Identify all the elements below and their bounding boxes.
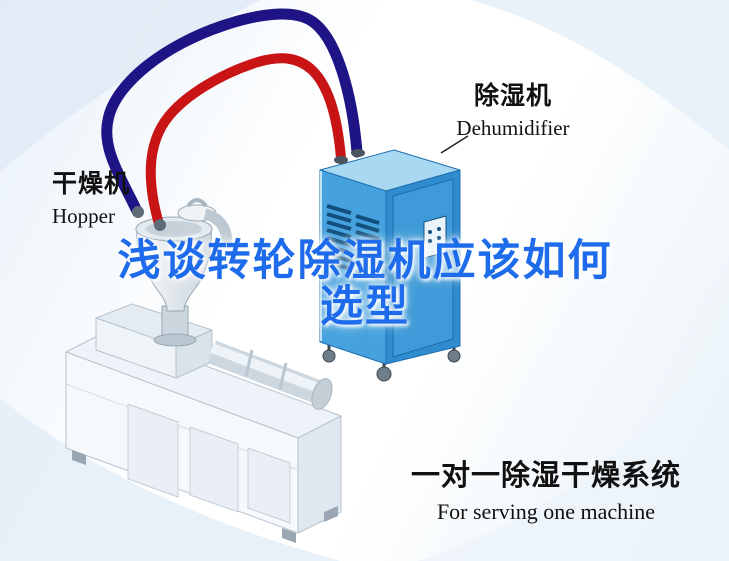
title-line-1: 浅谈转轮除湿机应该如何 [117,237,613,285]
hopper-label: 干燥机 Hopper [52,164,130,229]
dehumidifier-label: 除湿机 Dehumidifier [447,76,579,141]
machine-foot [282,528,296,543]
dehumidifier-label-zh: 除湿机 [473,82,552,110]
extruder-end-face [297,415,342,534]
hopper-lid-handle [186,198,208,208]
hopper-machine [135,198,233,347]
caption-zh: 一对一除湿干燥系统 [410,460,681,492]
extruder-panel [189,426,239,513]
hopper-label-en: Hopper [52,204,115,228]
hose-fittings [132,149,365,231]
extruder-barrel-flange [311,378,333,410]
control-panel [423,215,447,259]
machine-foot [324,506,338,522]
caster-wheels [322,342,461,382]
hopper-return-duct [203,208,233,250]
navy-return-hose [101,8,363,217]
machine-foot [72,450,86,465]
page-title: 浅谈转轮除湿机应该如何 选型 [40,238,690,330]
dehumidifier-pointer-line [440,135,469,154]
control-buttons [428,227,441,243]
red-supply-hose [145,53,346,229]
hopper-label-zh: 干燥机 [52,170,131,198]
dehumidifier-machine [319,149,461,382]
extruder-panel [127,403,179,498]
vent-grille [326,204,380,281]
caption: 一对一除湿干燥系统 For serving one machine [390,452,702,525]
title-line-2: 选型 [320,283,410,331]
extruder-panel [247,447,291,524]
extruder-machine [65,303,342,543]
caption-en: For serving one machine [436,499,656,524]
dehumidifier-label-en: Dehumidifier [456,116,570,140]
hopper-flange [153,333,197,347]
